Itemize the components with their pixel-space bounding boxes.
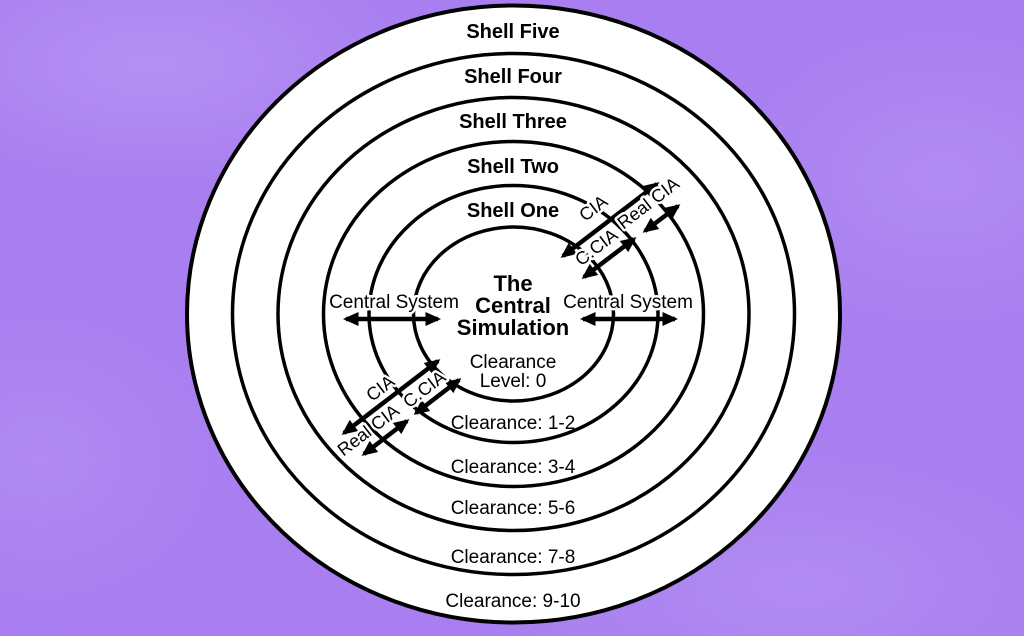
shell-two-label: Shell Two — [467, 156, 559, 178]
shell-one-label: Shell One — [467, 200, 559, 222]
top-right-ccia-arrow — [581, 237, 637, 279]
bottom-left-real-cia-arrow — [361, 419, 410, 456]
clearance-7-8-label: Clearance: 7-8 — [451, 547, 576, 568]
center-title-line-2: Central — [475, 293, 551, 318]
shell-four-ellipse — [230, 51, 797, 577]
clearance-9-10-label: Clearance: 9-10 — [445, 591, 580, 612]
right-central-system-label: Central System — [563, 292, 693, 313]
left-central-system-label: Central System — [329, 292, 459, 313]
bottom-left-cia-arrow — [341, 359, 441, 435]
shell-three-label: Shell Three — [459, 111, 567, 133]
top-right-real-cia-arrow — [642, 204, 681, 233]
clearance-5-6-label: Clearance: 5-6 — [451, 498, 576, 519]
shell-five-label: Shell Five — [466, 21, 559, 43]
center-title-line-1: The — [493, 271, 532, 296]
bottom-left-ccia-arrow — [413, 378, 462, 415]
shell-four-label: Shell Four — [464, 66, 562, 88]
clearance-1-2-label: Clearance: 1-2 — [451, 413, 576, 434]
center-title-line-3: Simulation — [457, 315, 569, 340]
shell-three-ellipse — [276, 95, 751, 533]
center-clearance-line-2: Level: 0 — [480, 371, 547, 392]
shell-two-ellipse — [321, 139, 706, 489]
clearance-3-4-label: Clearance: 3-4 — [451, 457, 576, 478]
center-clearance-line-1: Clearance — [470, 352, 557, 373]
top-right-cia-arrow — [560, 182, 660, 258]
